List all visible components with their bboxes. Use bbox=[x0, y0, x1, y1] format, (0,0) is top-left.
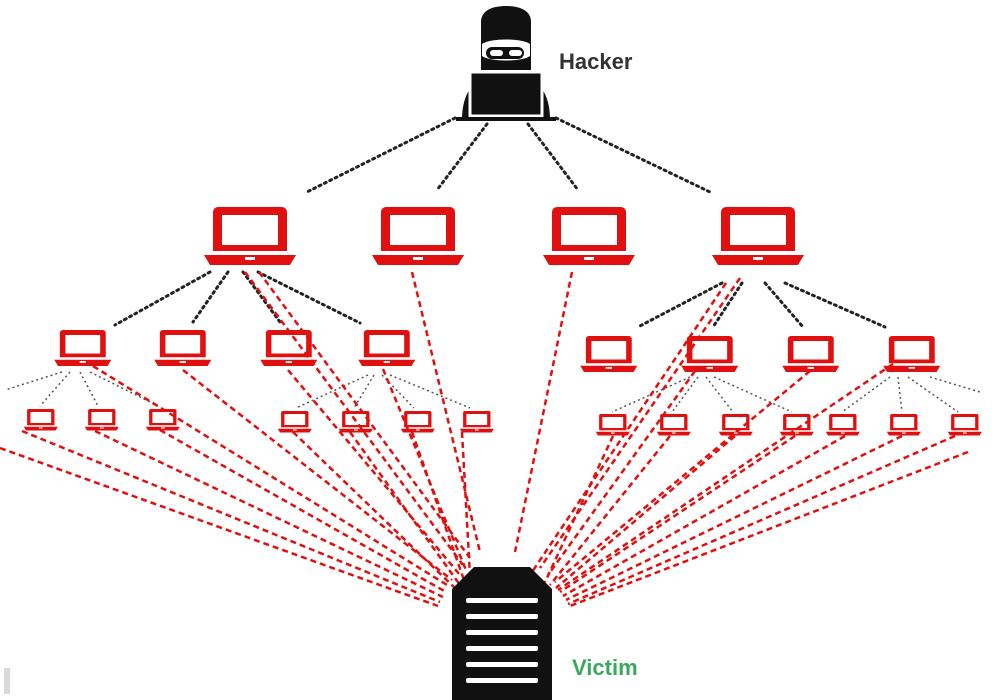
laptop-icon bbox=[947, 414, 982, 436]
laptop-icon bbox=[400, 411, 435, 433]
laptop-icon bbox=[145, 409, 180, 431]
laptop-icon bbox=[358, 330, 416, 366]
victim-label: Victim bbox=[572, 655, 638, 680]
laptop-icon bbox=[886, 414, 921, 436]
laptop-icon bbox=[595, 414, 630, 436]
laptop-icon bbox=[779, 414, 814, 436]
laptop-icon bbox=[338, 411, 373, 433]
laptop-icon bbox=[782, 336, 840, 372]
laptop-icon bbox=[825, 414, 860, 436]
laptop-icon bbox=[54, 330, 112, 366]
agent-laptops bbox=[54, 330, 941, 372]
zombie-laptops bbox=[23, 409, 982, 436]
scrollbar-fragment bbox=[4, 668, 10, 694]
laptop-icon bbox=[459, 411, 494, 433]
laptop-icon bbox=[681, 336, 739, 372]
laptop-icon bbox=[84, 409, 119, 431]
hacker-icon bbox=[456, 6, 556, 121]
minor-control-lines bbox=[4, 371, 981, 413]
laptop-icon bbox=[154, 330, 212, 366]
handler-laptops bbox=[204, 207, 804, 265]
attack-lines bbox=[0, 271, 969, 608]
laptop-icon bbox=[277, 411, 312, 433]
laptop-icon bbox=[372, 207, 464, 265]
laptop-icon bbox=[543, 207, 635, 265]
laptop-icon bbox=[656, 414, 691, 436]
laptop-icon bbox=[883, 336, 941, 372]
control-lines bbox=[113, 116, 887, 329]
laptop-icon bbox=[712, 207, 804, 265]
laptop-icon bbox=[23, 409, 58, 431]
laptop-icon bbox=[260, 330, 318, 366]
laptop-icon bbox=[718, 414, 753, 436]
server-icon bbox=[452, 567, 552, 700]
hacker-label: Hacker bbox=[559, 49, 633, 74]
laptop-icon bbox=[580, 336, 638, 372]
laptop-icon bbox=[204, 207, 296, 265]
